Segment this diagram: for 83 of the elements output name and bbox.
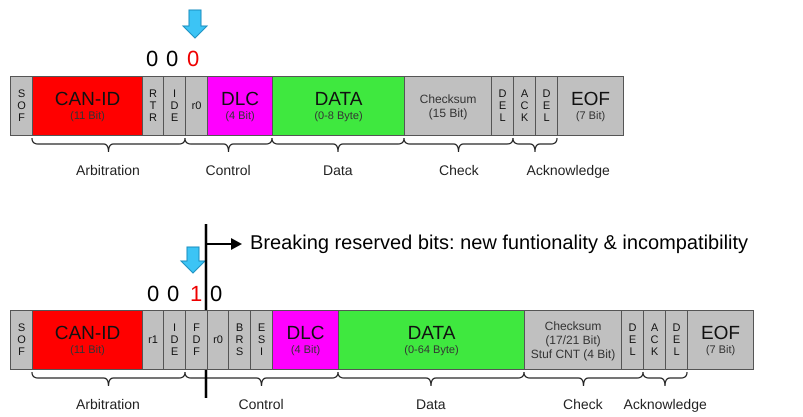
field-name: ACK bbox=[520, 88, 530, 124]
field-name: DEL bbox=[498, 88, 508, 124]
bit-value: 0 bbox=[146, 46, 158, 72]
frame-field bbox=[557, 76, 624, 136]
frame-field bbox=[491, 76, 514, 136]
frame-field bbox=[272, 76, 405, 136]
frame-field bbox=[535, 76, 558, 136]
frame-field bbox=[665, 310, 688, 370]
bit-value: 0 bbox=[167, 281, 180, 307]
bit-value: 0 bbox=[147, 281, 160, 307]
field-name: EOF bbox=[700, 323, 740, 344]
group-label: Data bbox=[416, 396, 446, 412]
frame-field bbox=[207, 310, 229, 370]
field-name: DEL bbox=[628, 322, 638, 358]
group-label: Arbitration bbox=[76, 396, 140, 412]
frame-field bbox=[142, 76, 164, 136]
group-label: Data bbox=[323, 162, 353, 178]
frame-field bbox=[10, 76, 33, 136]
frame-field bbox=[513, 76, 536, 136]
frame-field bbox=[185, 310, 208, 370]
group-label: Acknowledge bbox=[526, 162, 610, 178]
frame-field bbox=[687, 310, 754, 370]
frame-field bbox=[404, 76, 492, 136]
frame-field bbox=[163, 76, 186, 136]
field-name: DLC bbox=[286, 323, 324, 344]
bit-value: 1 bbox=[190, 281, 202, 307]
field-name: CAN-ID bbox=[54, 323, 120, 344]
note-text: Breaking reserved bits: new funtionality & incompatibility bbox=[250, 232, 748, 255]
frame-field bbox=[32, 310, 143, 370]
group-label: Acknowledge bbox=[624, 396, 707, 412]
bit-value: 0 bbox=[187, 46, 200, 72]
field-name: r0 bbox=[192, 100, 202, 112]
frame-field bbox=[185, 76, 208, 136]
field-name: r1 bbox=[148, 334, 158, 346]
frame-field bbox=[163, 310, 186, 370]
field-size: (17/21 Bit) bbox=[545, 333, 601, 347]
field-name: RTR bbox=[148, 88, 158, 124]
group-label: Control bbox=[206, 162, 251, 178]
field-name: FDF bbox=[192, 322, 202, 358]
field-size: (4 Bit) bbox=[290, 344, 320, 357]
field-name: Checksum bbox=[544, 319, 602, 333]
field-size: (0-8 Byte) bbox=[314, 110, 363, 123]
field-size: (7 Bit) bbox=[706, 344, 736, 357]
field-name: DATA bbox=[314, 89, 362, 110]
frame-field bbox=[250, 310, 273, 370]
bit-value: 0 bbox=[210, 281, 222, 307]
field-size: (0-64 Byte) bbox=[404, 344, 459, 357]
group-label: Control bbox=[238, 396, 284, 412]
field-size: (7 Bit) bbox=[576, 110, 606, 123]
field-name: IDE bbox=[170, 322, 180, 358]
field-size: (4 Bit) bbox=[225, 110, 255, 123]
field-name: ACK bbox=[650, 322, 660, 358]
frame-field bbox=[643, 310, 666, 370]
field-size: (11 Bit) bbox=[70, 110, 105, 123]
frame-field bbox=[228, 310, 251, 370]
frame-field bbox=[142, 310, 164, 370]
field-name: r0 bbox=[213, 334, 223, 346]
field-name: DEL bbox=[672, 322, 682, 358]
frame-field bbox=[338, 310, 525, 370]
field-name: Checksum bbox=[420, 92, 476, 106]
field-name: DATA bbox=[408, 323, 456, 344]
field-name: SOF bbox=[16, 322, 26, 358]
field-name: ESI bbox=[256, 322, 266, 358]
field-name: DEL bbox=[542, 88, 552, 124]
field-name: EOF bbox=[570, 89, 610, 110]
group-label: Arbitration bbox=[76, 162, 140, 178]
field-name: BRS bbox=[234, 322, 244, 358]
frame-field bbox=[621, 310, 644, 370]
frame-field bbox=[32, 76, 143, 136]
field-size: (15 Bit) bbox=[428, 106, 468, 120]
bit-value: 0 bbox=[166, 46, 178, 72]
frame-field bbox=[524, 310, 622, 370]
frame-field bbox=[272, 310, 339, 370]
field-size: (11 Bit) bbox=[70, 344, 105, 357]
group-label: Check bbox=[439, 162, 479, 178]
group-label: Check bbox=[563, 396, 603, 412]
frame-field bbox=[10, 310, 33, 370]
field-name: IDE bbox=[170, 88, 180, 124]
field-name: DLC bbox=[220, 89, 259, 110]
field-name: SOF bbox=[16, 88, 26, 124]
field-name: CAN-ID bbox=[54, 89, 120, 110]
frame-field bbox=[207, 76, 273, 136]
field-size: Stuf CNT (4 Bit) bbox=[530, 347, 616, 361]
